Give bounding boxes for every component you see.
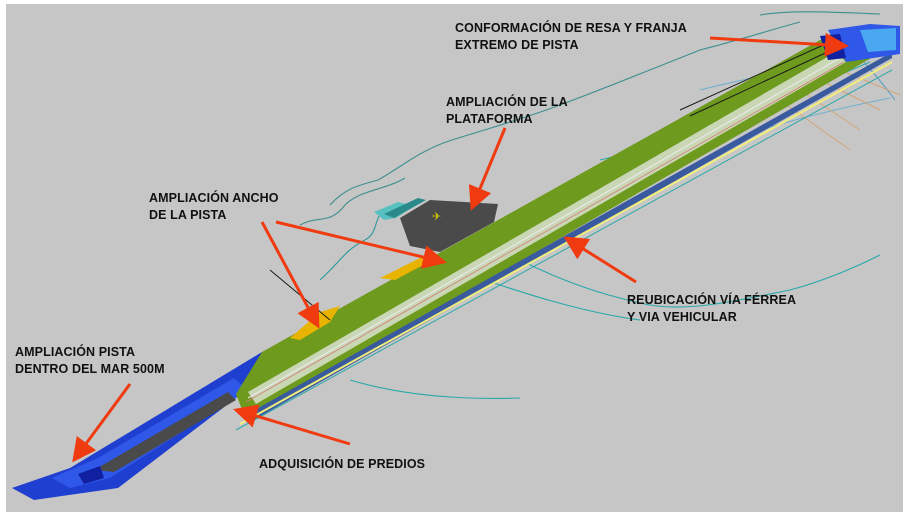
svg-text:✈: ✈ bbox=[432, 211, 441, 223]
label-ferrea-line2: Y VIA VEHICULAR bbox=[627, 310, 737, 324]
sea-extension-area bbox=[12, 352, 270, 500]
annotation-arrows bbox=[72, 32, 849, 463]
label-predios: ADQUISICIÓN DE PREDIOS bbox=[259, 456, 425, 473]
label-ancho-line1: AMPLIACIÓN ANCHO bbox=[149, 191, 279, 205]
apron-platform: ✈ bbox=[374, 198, 498, 252]
label-ancho: AMPLIACIÓN ANCHO DE LA PISTA bbox=[149, 190, 279, 224]
label-ferrea: REUBICACIÓN VÍA FÉRREA Y VIA VEHICULAR bbox=[627, 292, 796, 326]
label-ferrea-line1: REUBICACIÓN VÍA FÉRREA bbox=[627, 293, 797, 307]
label-plataforma-line2: PLATAFORMA bbox=[446, 112, 533, 126]
label-resa: CONFORMACIÓN DE RESA Y FRANJA EXTREMO DE… bbox=[455, 20, 687, 54]
label-predios-line1: ADQUISICIÓN DE PREDIOS bbox=[259, 457, 426, 471]
label-mar-line1: AMPLIACIÓN PISTA bbox=[15, 345, 136, 359]
runway-strip bbox=[235, 30, 893, 431]
label-mar-line2: DENTRO DEL MAR 500M bbox=[15, 362, 165, 376]
label-mar: AMPLIACIÓN PISTA DENTRO DEL MAR 500M bbox=[15, 344, 165, 378]
label-plataforma-line1: AMPLIACIÓN DE LA bbox=[446, 95, 568, 109]
label-ancho-line2: DE LA PISTA bbox=[149, 208, 227, 222]
label-plataforma: AMPLIACIÓN DE LA PLATAFORMA bbox=[446, 94, 568, 128]
label-resa-line1: CONFORMACIÓN DE RESA Y FRANJA bbox=[455, 21, 687, 35]
label-resa-line2: EXTREMO DE PISTA bbox=[455, 38, 579, 52]
